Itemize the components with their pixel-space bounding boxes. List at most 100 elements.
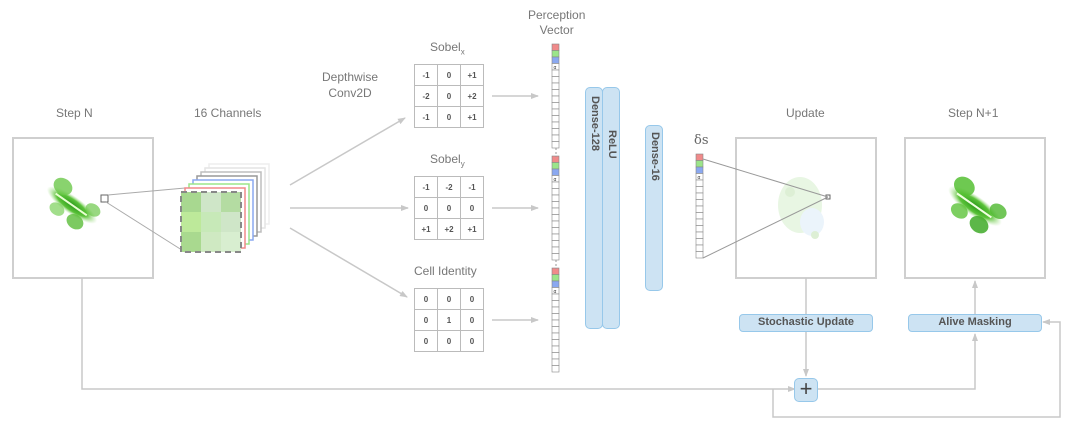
- perception-sobel-x-cell: [551, 69, 560, 77]
- perception-identity-cell: [551, 293, 560, 301]
- alive-masking-box: Alive Masking: [908, 314, 1042, 332]
- perception-identity-alpha: α: [554, 289, 557, 295]
- delta-s-vector-cell: [695, 179, 704, 187]
- step-n1-label: Step N+1: [948, 106, 999, 120]
- cell-marker-update: [825, 194, 831, 200]
- perception-sobel-x-cell: [551, 95, 560, 103]
- k1-cell: +2: [437, 218, 461, 240]
- perception-sobel-y-cell: [551, 168, 560, 176]
- channels-label: 16 Channels: [194, 106, 262, 120]
- perception-sobel-y-cell: [551, 207, 560, 215]
- k2-cell: 0: [460, 288, 484, 310]
- perception-sobel-x-cell: [551, 108, 560, 116]
- perception-sobel-y-cell: [551, 162, 560, 170]
- arrow-to-sobel-x: [289, 117, 406, 186]
- perception-sobel-x-cell: [551, 56, 560, 64]
- perception-sobel-x-cell: [551, 43, 560, 51]
- perception-sobel-x-cell: [551, 82, 560, 90]
- delta-s-vector-cell: [695, 199, 704, 207]
- perception-identity-cell: [551, 313, 560, 321]
- update-image: [778, 177, 824, 239]
- delta-s-vector-alpha: α: [698, 175, 701, 181]
- perception-identity-cell: [551, 280, 560, 288]
- perception-sobel-y-cell: [551, 240, 560, 248]
- perception-sobel-y-cell: [551, 214, 560, 222]
- k0-cell: +1: [460, 64, 484, 86]
- k0-cell: 0: [437, 85, 461, 107]
- relu-layer: ReLU: [602, 87, 620, 329]
- sobel-y-title: Sobely: [430, 152, 465, 168]
- relu-label: ReLU: [606, 130, 618, 159]
- plus-to-alive: [818, 333, 978, 390]
- k2-cell: 0: [460, 309, 484, 331]
- sobel-x-title: Sobelx: [430, 40, 465, 56]
- delta-s-vector-cell: [695, 244, 704, 252]
- perception-sobel-x-cell: [551, 128, 560, 136]
- k1-cell: 0: [437, 197, 461, 219]
- dense-16-layer: Dense-16: [645, 125, 663, 291]
- k0-cell: -2: [414, 85, 438, 107]
- k2-cell: 0: [414, 309, 438, 331]
- perception-identity-cell: [551, 365, 560, 373]
- perception-identity-cell: [551, 352, 560, 360]
- delta-s-vector-cell: [695, 231, 704, 239]
- k2-cell: 0: [460, 330, 484, 352]
- perception-sobel-x-cell: [551, 89, 560, 97]
- perception-identity-cell: [551, 339, 560, 347]
- perception-sobel-x-cell: [551, 102, 560, 110]
- delta-s-vector-cell: [695, 192, 704, 200]
- k1-cell: 0: [414, 197, 438, 219]
- delta-s-vector-cell: [695, 212, 704, 220]
- perception-sobel-y-cell: [551, 201, 560, 209]
- perception-sobel-y-cell: [551, 220, 560, 228]
- stochastic-update-box: Stochastic Update: [739, 314, 873, 332]
- perception-sobel-y-cell: [551, 181, 560, 189]
- delta-s-vector-cell: [695, 186, 704, 194]
- perception-sobel-x-cell: [551, 121, 560, 129]
- delta-s-vector-cell: [695, 166, 704, 174]
- depthwise-line1: Depthwise: [322, 70, 379, 84]
- arrow-to-identity: [289, 227, 408, 298]
- sobel-y-sub: y: [460, 159, 465, 169]
- delta-s-vector-cell: [695, 205, 704, 213]
- dense-128-label: Dense-128: [589, 96, 601, 152]
- delta-s-vector-cell: [695, 251, 704, 259]
- delta-s-vector-cell: [695, 225, 704, 233]
- perception-sobel-y-alpha: α: [554, 177, 557, 183]
- delta-s-label: δs: [694, 133, 709, 148]
- perception-sobel-y-cell: [551, 253, 560, 261]
- perception-sobel-y-cell: [551, 246, 560, 254]
- perception-sobel-y-cell: [551, 188, 560, 196]
- perception-identity-cell: [551, 332, 560, 340]
- k0-cell: +2: [460, 85, 484, 107]
- perception-identity-cell: [551, 345, 560, 353]
- lizard-step-n1: [948, 176, 1007, 234]
- k2-cell: 0: [414, 330, 438, 352]
- dense-16-label: Dense-16: [649, 132, 661, 181]
- perception-sobel-y-cell: [551, 233, 560, 241]
- k0-cell: -1: [414, 64, 438, 86]
- perception-sobel-x-cell: [551, 76, 560, 84]
- k1-cell: 0: [460, 197, 484, 219]
- perception-identity-cell: [551, 274, 560, 282]
- perception-line2: Vector: [539, 23, 574, 37]
- delta-s-vector-cell: [695, 153, 704, 161]
- perception-sobel-y-cell: [551, 194, 560, 202]
- depthwise-line2: Conv2D: [328, 86, 372, 100]
- perception-identity-cell: [551, 300, 560, 308]
- k2-cell: 0: [437, 330, 461, 352]
- perception-identity-cell: [551, 326, 560, 334]
- delta-s-vector-cell: [695, 218, 704, 226]
- depthwise-label: Depthwise Conv2D: [322, 69, 378, 101]
- k1-cell: -1: [414, 176, 438, 198]
- perception-identity-cell: [551, 306, 560, 314]
- perception-sobel-x-cell: [551, 50, 560, 58]
- k0-cell: 0: [437, 106, 461, 128]
- plus-operator: +: [794, 378, 818, 402]
- perception-sobel-y-cell: [551, 227, 560, 235]
- k1-cell: -1: [460, 176, 484, 198]
